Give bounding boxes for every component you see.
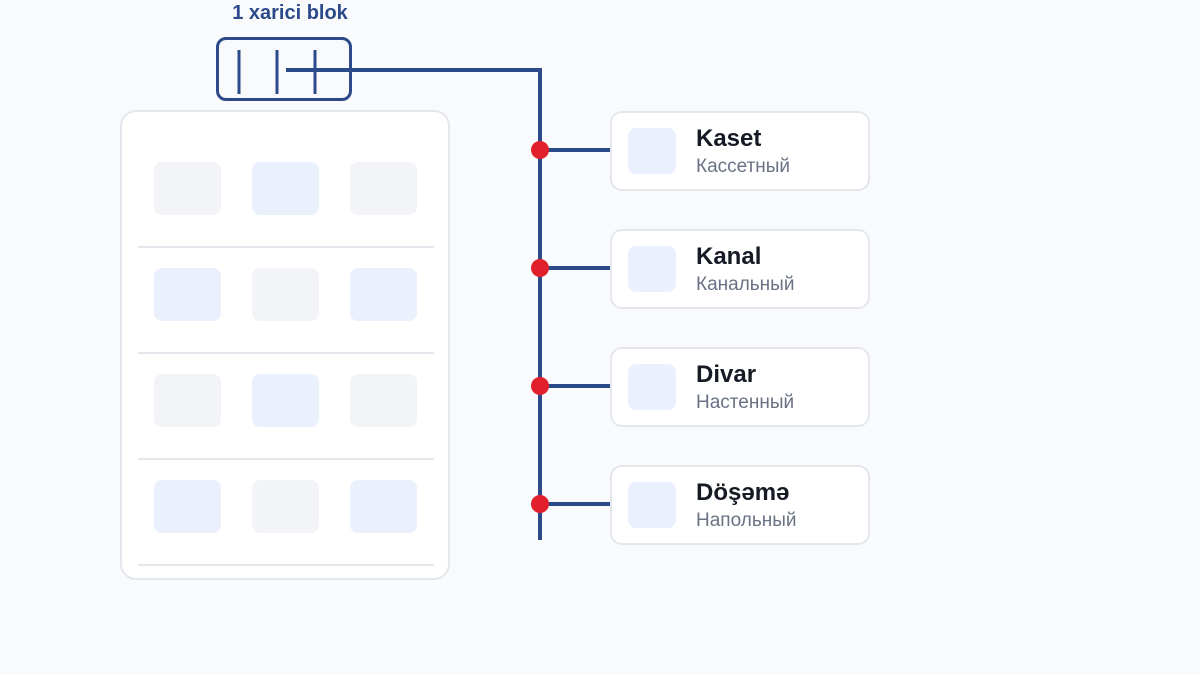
junction-dot (531, 495, 549, 513)
building-window (154, 268, 221, 321)
main-pipe (286, 68, 542, 540)
building-window (252, 268, 319, 321)
indoor-unit-title: Kaset (696, 125, 762, 152)
indoor-unit-card-kaset: Kaset Кассетный (610, 111, 870, 191)
indoor-unit-icon (628, 246, 676, 292)
building-window (154, 162, 221, 215)
indoor-unit-subtitle: Кассетный (696, 156, 791, 177)
building-window (252, 480, 319, 533)
junction-dot (531, 141, 549, 159)
indoor-unit-title: Divar (696, 361, 757, 388)
junction-dot (531, 377, 549, 395)
building-window (154, 374, 221, 427)
indoor-unit-card-divar: Divar Настенный (610, 347, 870, 427)
building-window (350, 162, 417, 215)
floor-divider (138, 564, 434, 566)
indoor-unit-icon (628, 364, 676, 410)
floor-divider (138, 458, 434, 460)
building-window (350, 374, 417, 427)
indoor-unit-title: Kanal (696, 243, 762, 270)
building-window (350, 480, 417, 533)
floor-divider (138, 246, 434, 248)
indoor-unit-card-dosheme: Döşəmə Напольный (610, 465, 870, 545)
junction-dot (531, 259, 549, 277)
indoor-unit-subtitle: Настенный (696, 392, 795, 413)
outdoor-unit-label: 1 xarici blok (232, 2, 348, 24)
indoor-unit-subtitle: Напольный (696, 510, 797, 531)
building-window (252, 374, 319, 427)
indoor-unit-card-kanal: Kanal Канальный (610, 229, 870, 309)
building (120, 110, 450, 580)
indoor-unit-icon (628, 482, 676, 528)
indoor-unit-subtitle: Канальный (696, 274, 795, 295)
building-window (154, 480, 221, 533)
indoor-unit-icon (628, 128, 676, 174)
building-window (350, 268, 417, 321)
building-window (252, 162, 319, 215)
indoor-unit-title: Döşəmə (696, 479, 790, 506)
floor-divider (138, 352, 434, 354)
